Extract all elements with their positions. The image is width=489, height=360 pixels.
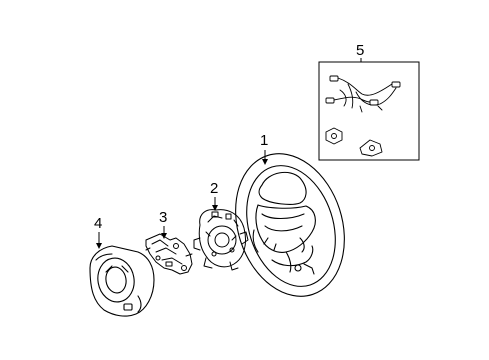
callout-4: 4 <box>94 215 102 232</box>
clock-spring-icon[interactable] <box>193 209 249 271</box>
mounting-bracket-icon[interactable] <box>145 233 193 275</box>
steering-wheel-icon[interactable] <box>218 140 362 311</box>
callout-1: 1 <box>260 132 268 149</box>
callout-5: 5 <box>356 42 364 59</box>
leader-lines <box>96 58 362 249</box>
callout-3: 3 <box>159 209 167 226</box>
wiring-harness-kit-icon[interactable] <box>325 75 401 157</box>
wiring-harness-kit-box <box>318 61 420 161</box>
callout-2: 2 <box>210 180 218 197</box>
steering-column-cover-icon[interactable] <box>89 245 155 317</box>
